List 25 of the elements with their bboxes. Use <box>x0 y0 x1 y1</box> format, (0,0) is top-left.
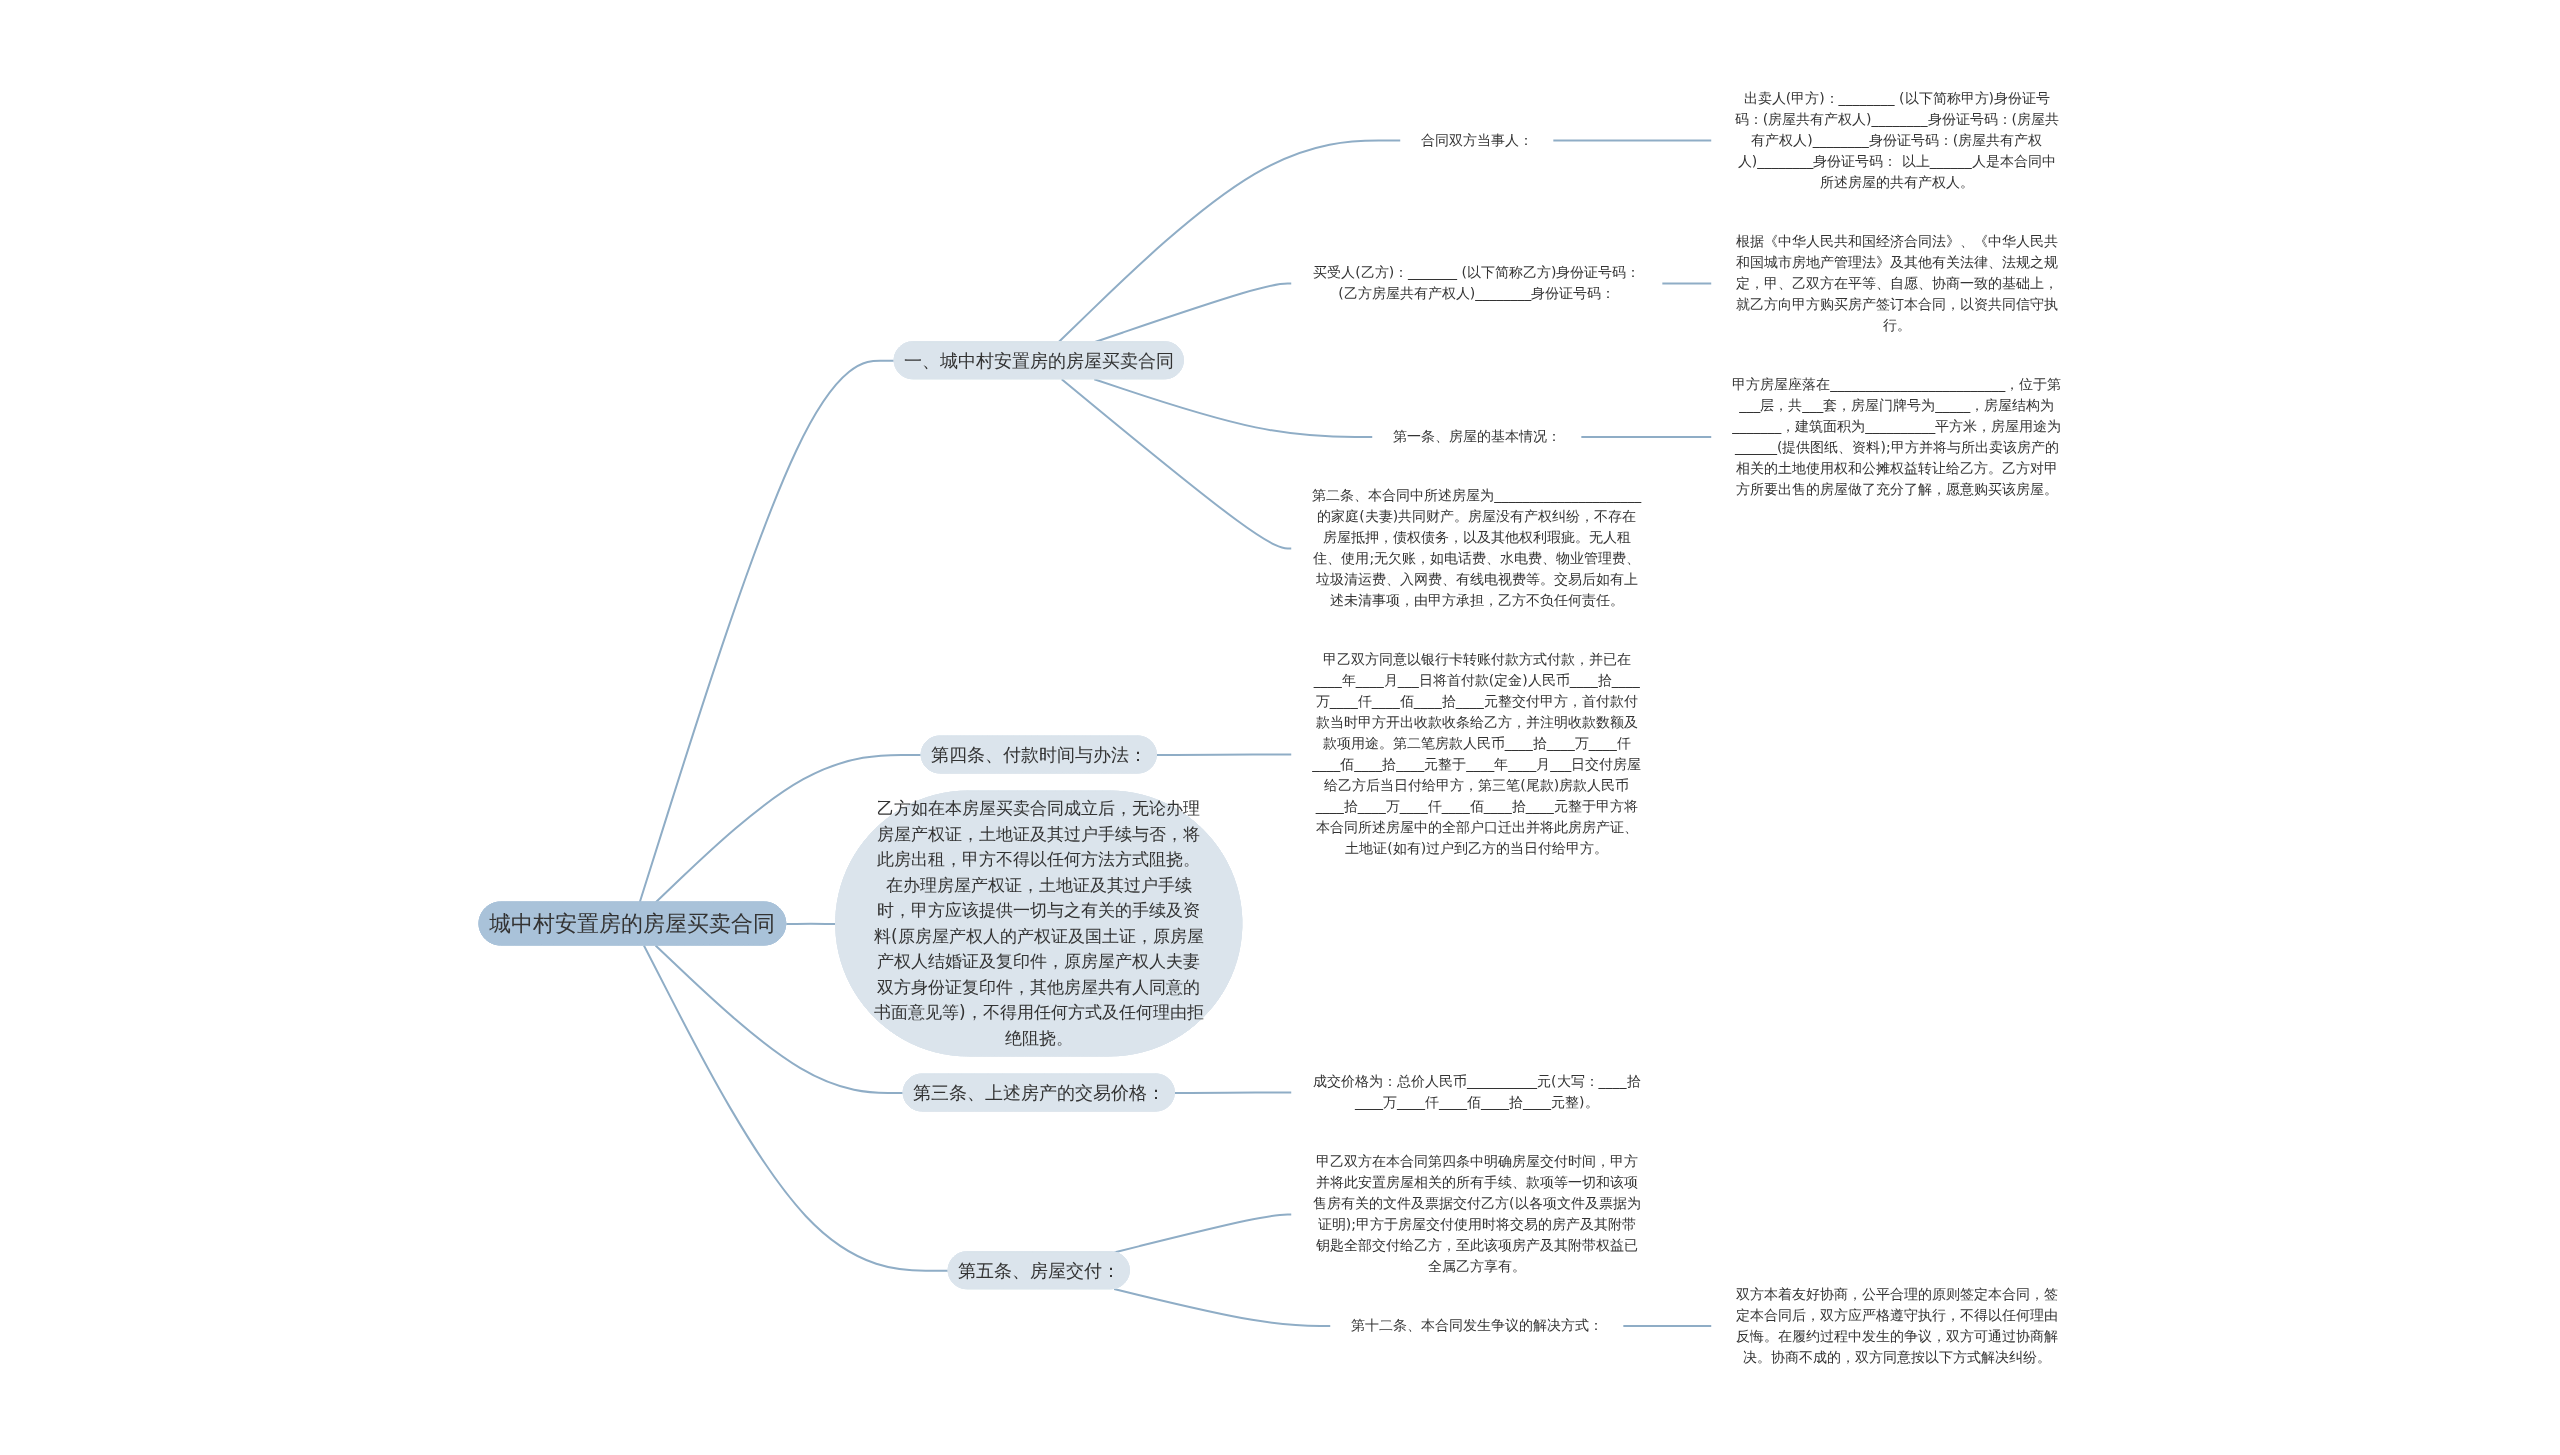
connector <box>1060 377 1293 549</box>
node-text: 成交价格为：总价人民币__________元(大写：____拾____万____仟____佰____拾____元整)。 <box>1312 1072 1641 1110</box>
node-text: 根据《中华人民共和国经济合同法》、《中华人民共和国城市房地产管理法》及其他有关法律、法规之规定，甲、乙双方在平等、自愿、协商一致的基础上，就乙方向甲方购买房产签订本合同，以资共同信守执行。 <box>1735 232 2058 333</box>
connector <box>1621 1324 1713 1327</box>
connector <box>1173 1091 1293 1094</box>
connector <box>1155 753 1293 756</box>
connector <box>1660 282 1713 284</box>
node-text: 买受人(乙方)：_______ (以下简称乙方)身份证号码：(乙方房屋共有产权人)________身份证号码： <box>1312 264 1641 301</box>
node-text: 甲方房屋座落在_________________________，位于第___层，共___套，房屋门牌号为_____，房屋结构为_______，建筑面积为__________平方米，房屋用途为______(提供图纸、资料);甲方并将与所出卖该房产的相关的土地使用权和公摊权益转让给乙方。乙方对甲方所要出售的房屋做了充分了解，愿意购买该房屋。 <box>1731 375 2061 497</box>
connector <box>784 922 837 925</box>
node-text: 第一条、房屋的基本情况： <box>1392 428 1561 444</box>
node-text: 甲乙双方在本合同第四条中明确房屋交付时间，甲方并将此安置房屋相关的所有手续、款项等一切和该项售房有关的文件及票据交付乙方(以各项文件及票据为证明);甲方于房屋交付使用时将交易的房产及其附带钥匙全部交付给乙方，至此该项房产及其附带权益已全属乙方享有。 <box>1312 1152 1641 1274</box>
node-text: 第十二条、本合同发生争议的解决方式： <box>1350 1316 1603 1333</box>
node-text: 出卖人(甲方)：________ (以下简称甲方)身份证号码：(房屋共有产权人)________身份证号码：(房屋共有产权人)________身份证号码：(房屋共有产权人)________身份证号码： 以上______人是本合同中所述房屋的共有产权人。 <box>1734 89 2059 190</box>
connector <box>654 753 923 903</box>
node-text: 合同双方当事人： <box>1420 131 1533 148</box>
connector <box>1579 435 1713 438</box>
connector <box>1551 139 1713 141</box>
connector <box>638 359 896 903</box>
node-text: 双方本着友好协商，公平合理的原则签定本合同，签定本合同后，双方应严格遵守执行，不得以任何理由反悔。在履约过程中发生的争议，双方可通过协商解决。协商不成的，双方同意按以下方式解决纠纷。 <box>1735 1285 2058 1365</box>
connector <box>1092 377 1374 438</box>
connector <box>1112 1287 1332 1327</box>
node-text: 甲乙双方同意以银行卡转账付款方式付款，并已在____年____月___日将首付款(定金)人民币____拾____万____仟____佰____拾____元整交付甲方，首付款付款当时甲方开出收款收条给乙方，并注明收款数额及款项用途。第二笔房款人民币____拾____万____仟____佰____拾____元整于____年____月___日交付房屋给乙方后当日付给甲方，第三笔(尾款)房款人民币____拾____万____仟____佰____拾____元整于甲方将本合同所述房屋中的全部户口迁出并将此房房产证、土地证(如有)过户到乙方的当日付给甲方。 <box>1311 650 1641 856</box>
connector <box>1057 139 1402 343</box>
node-text: 第二条、本合同中所述房屋为_____________________的家庭(夫妻)共同财产。房屋没有产权纠纷，不存在房屋抵押，债权债务，以及其他权利瑕疵。无人租住、使用;无欠账，如电话费、水电费、物业管理费、垃圾清运费、入网费、有线电视费等。交易后如有上述未清事项，由甲方承担，乙方不负任何责任。 <box>1311 487 1641 608</box>
